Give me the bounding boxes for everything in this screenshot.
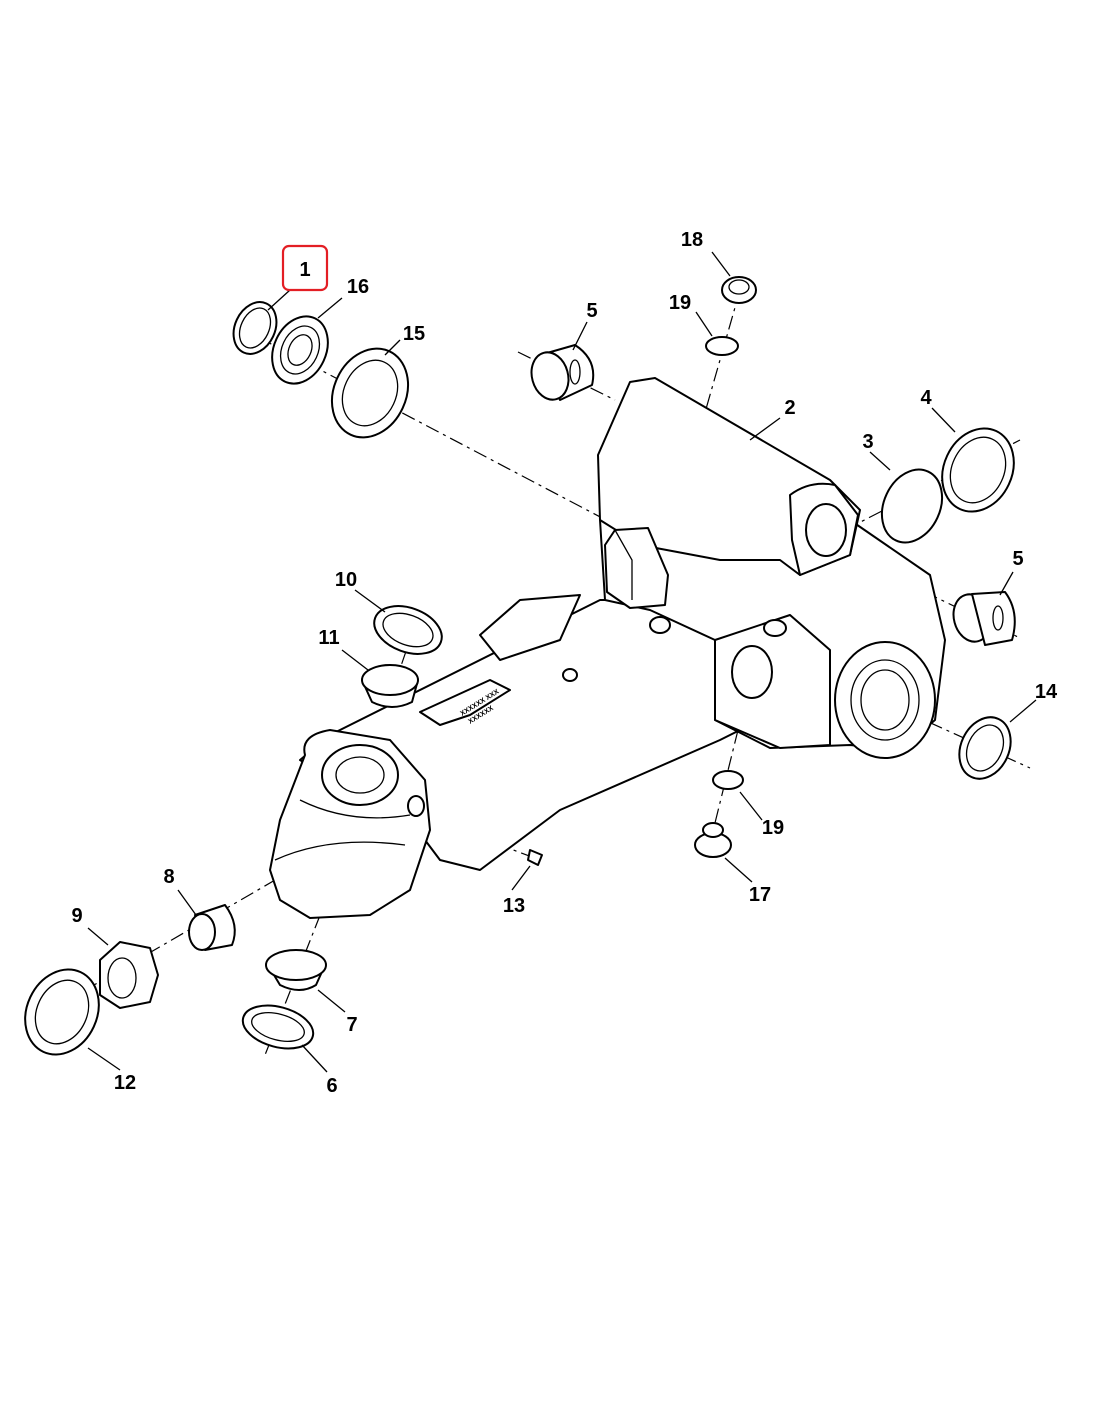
callout-11[interactable]: 11 — [318, 627, 339, 649]
part-7-cup[interactable] — [265, 949, 327, 991]
callout-3[interactable]: 3 — [862, 431, 873, 453]
callout-5-right[interactable]: 5 — [1012, 548, 1023, 570]
callout-18[interactable]: 18 — [681, 229, 703, 251]
callout-15[interactable]: 15 — [403, 323, 425, 345]
callout-6[interactable]: 6 — [326, 1075, 337, 1097]
callout-4[interactable]: 4 — [920, 387, 932, 409]
callout-19-top[interactable]: 19 — [669, 292, 691, 314]
callout-2[interactable]: 2 — [784, 397, 795, 419]
part-12-seal[interactable] — [12, 957, 113, 1066]
callout-14[interactable]: 14 — [1035, 681, 1058, 703]
callout-8[interactable]: 8 — [163, 866, 174, 888]
part-18-plug[interactable] — [721, 276, 757, 304]
callout-19-bottom[interactable]: 19 — [762, 817, 784, 839]
part-4-bushing[interactable] — [929, 417, 1027, 524]
part-5-bushing-top[interactable] — [526, 344, 595, 404]
callout-labels: 1 16 15 18 19 5 2 4 3 5 10 11 14 19 17 1… — [71, 229, 1058, 1097]
part-16-bearing[interactable] — [262, 307, 339, 392]
part-11-cup[interactable] — [361, 664, 419, 708]
part-19-oring-top[interactable] — [705, 336, 739, 356]
callout-7[interactable]: 7 — [346, 1014, 357, 1036]
part-9-nut[interactable] — [99, 941, 159, 1009]
part-14-bushing[interactable] — [950, 709, 1021, 787]
part-19-oring-bottom[interactable] — [712, 770, 744, 790]
part-17-plug[interactable] — [694, 822, 732, 858]
callout-5-top[interactable]: 5 — [586, 300, 597, 322]
callout-17[interactable]: 17 — [749, 884, 771, 906]
selected-callout-highlight — [281, 244, 329, 292]
callout-12[interactable]: 12 — [114, 1072, 136, 1094]
part-13-grease-fitting[interactable] — [527, 849, 543, 866]
part-1-shim[interactable] — [225, 295, 284, 361]
callout-13[interactable]: 13 — [503, 895, 525, 917]
part-3-oring[interactable] — [871, 460, 954, 553]
part-15-seal[interactable] — [318, 336, 422, 450]
callout-leader-lines — [87, 251, 1037, 1073]
part-10-seal[interactable] — [368, 597, 449, 662]
callout-10[interactable]: 10 — [335, 569, 357, 591]
callout-1[interactable]: 1 — [299, 259, 310, 281]
part-5-bushing-right[interactable] — [948, 590, 1016, 646]
axle-housing[interactable]: XXXXXX XXX XXXXXX — [269, 377, 946, 919]
callout-16[interactable]: 16 — [347, 276, 369, 298]
part-6-seal[interactable] — [238, 998, 318, 1055]
callout-9[interactable]: 9 — [71, 905, 82, 927]
part-8-bushing[interactable] — [188, 904, 236, 951]
